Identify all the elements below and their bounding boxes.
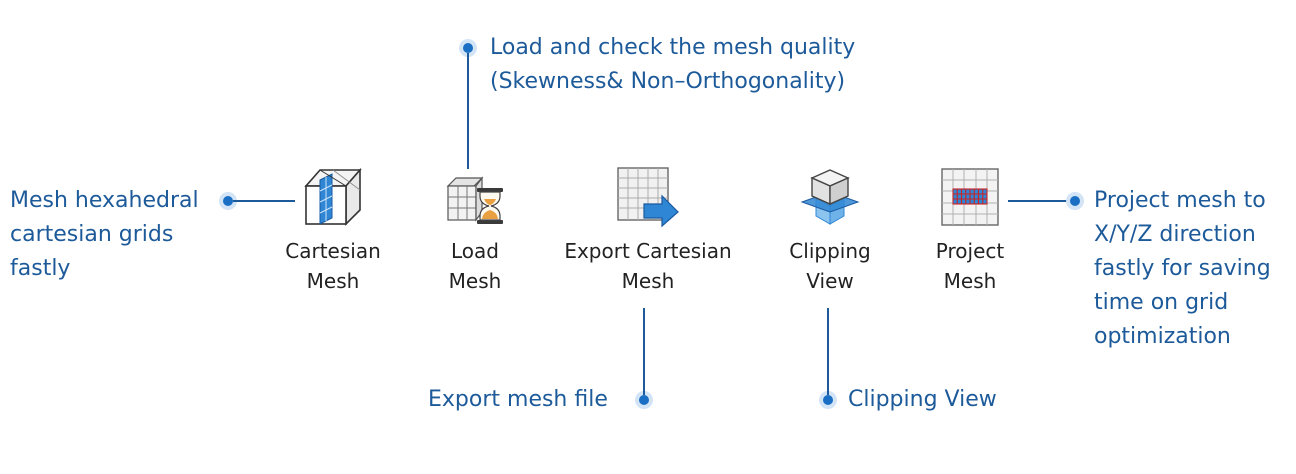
- tool-label-line-1: Project: [935, 239, 1005, 263]
- note-line: fastly for saving: [1094, 256, 1271, 281]
- load-mesh-icon: [446, 176, 503, 224]
- note-project-mesh: Project mesh to X/Y/Z direction fastly f…: [1094, 184, 1271, 354]
- tool-load-mesh[interactable]: Load Mesh: [420, 166, 530, 296]
- note-clipping-view: Clipping View: [848, 383, 997, 417]
- connector-load: [467, 53, 469, 169]
- note-cartesian-mesh: Mesh hexahedral cartesian grids fastly: [10, 184, 199, 286]
- tool-label-line-2: Mesh: [306, 269, 360, 293]
- note-line: Export mesh file: [428, 387, 608, 412]
- note-line: cartesian grids: [10, 222, 174, 247]
- project-mesh-icon: [941, 168, 999, 226]
- tool-clipping-view[interactable]: Clipping View: [770, 166, 890, 296]
- connector-cartesian: [233, 200, 295, 202]
- tool-cartesian-mesh[interactable]: Cartesian Mesh: [270, 166, 396, 296]
- tool-label-line-2: Mesh: [621, 269, 675, 293]
- tool-label-line-1: Load: [451, 239, 499, 263]
- note-line: Load and check the mesh quality: [490, 35, 856, 60]
- callout-dot-load: [463, 43, 473, 53]
- note-line: Project mesh to: [1094, 188, 1266, 213]
- note-line: time on grid: [1094, 290, 1229, 315]
- note-line: (Skewness& Non–Orthogonality): [490, 69, 846, 94]
- note-line: fastly: [10, 256, 71, 281]
- callout-dot-export: [639, 395, 649, 405]
- note-line: X/Y/Z direction: [1094, 222, 1256, 247]
- cartesian-mesh-icon: [304, 167, 362, 226]
- note-line: Mesh hexahedral: [10, 188, 199, 213]
- export-cartesian-mesh-icon: [617, 167, 679, 228]
- callout-dot-project: [1070, 196, 1080, 206]
- tool-export-cartesian-mesh[interactable]: Export Cartesian Mesh: [548, 166, 748, 296]
- tool-label-line-1: Export Cartesian: [564, 239, 732, 263]
- connector-clipping: [827, 308, 829, 395]
- note-load-mesh: Load and check the mesh quality (Skewnes…: [490, 31, 855, 99]
- note-line: optimization: [1094, 324, 1231, 349]
- clipping-view-icon: [800, 169, 860, 225]
- connector-project: [1008, 200, 1070, 202]
- tool-label-line-1: Cartesian: [285, 239, 381, 263]
- tool-label-line-2: Mesh: [943, 269, 997, 293]
- callout-dot-clipping: [823, 395, 833, 405]
- tool-project-mesh[interactable]: Project Mesh: [915, 166, 1025, 296]
- connector-export: [643, 308, 645, 395]
- tool-label-line-2: View: [806, 269, 854, 293]
- note-line: Clipping View: [848, 387, 997, 412]
- tool-label-line-1: Clipping: [789, 239, 871, 263]
- tool-label-line-2: Mesh: [448, 269, 502, 293]
- note-export-mesh: Export mesh file: [428, 383, 608, 417]
- callout-dot-cartesian: [223, 196, 233, 206]
